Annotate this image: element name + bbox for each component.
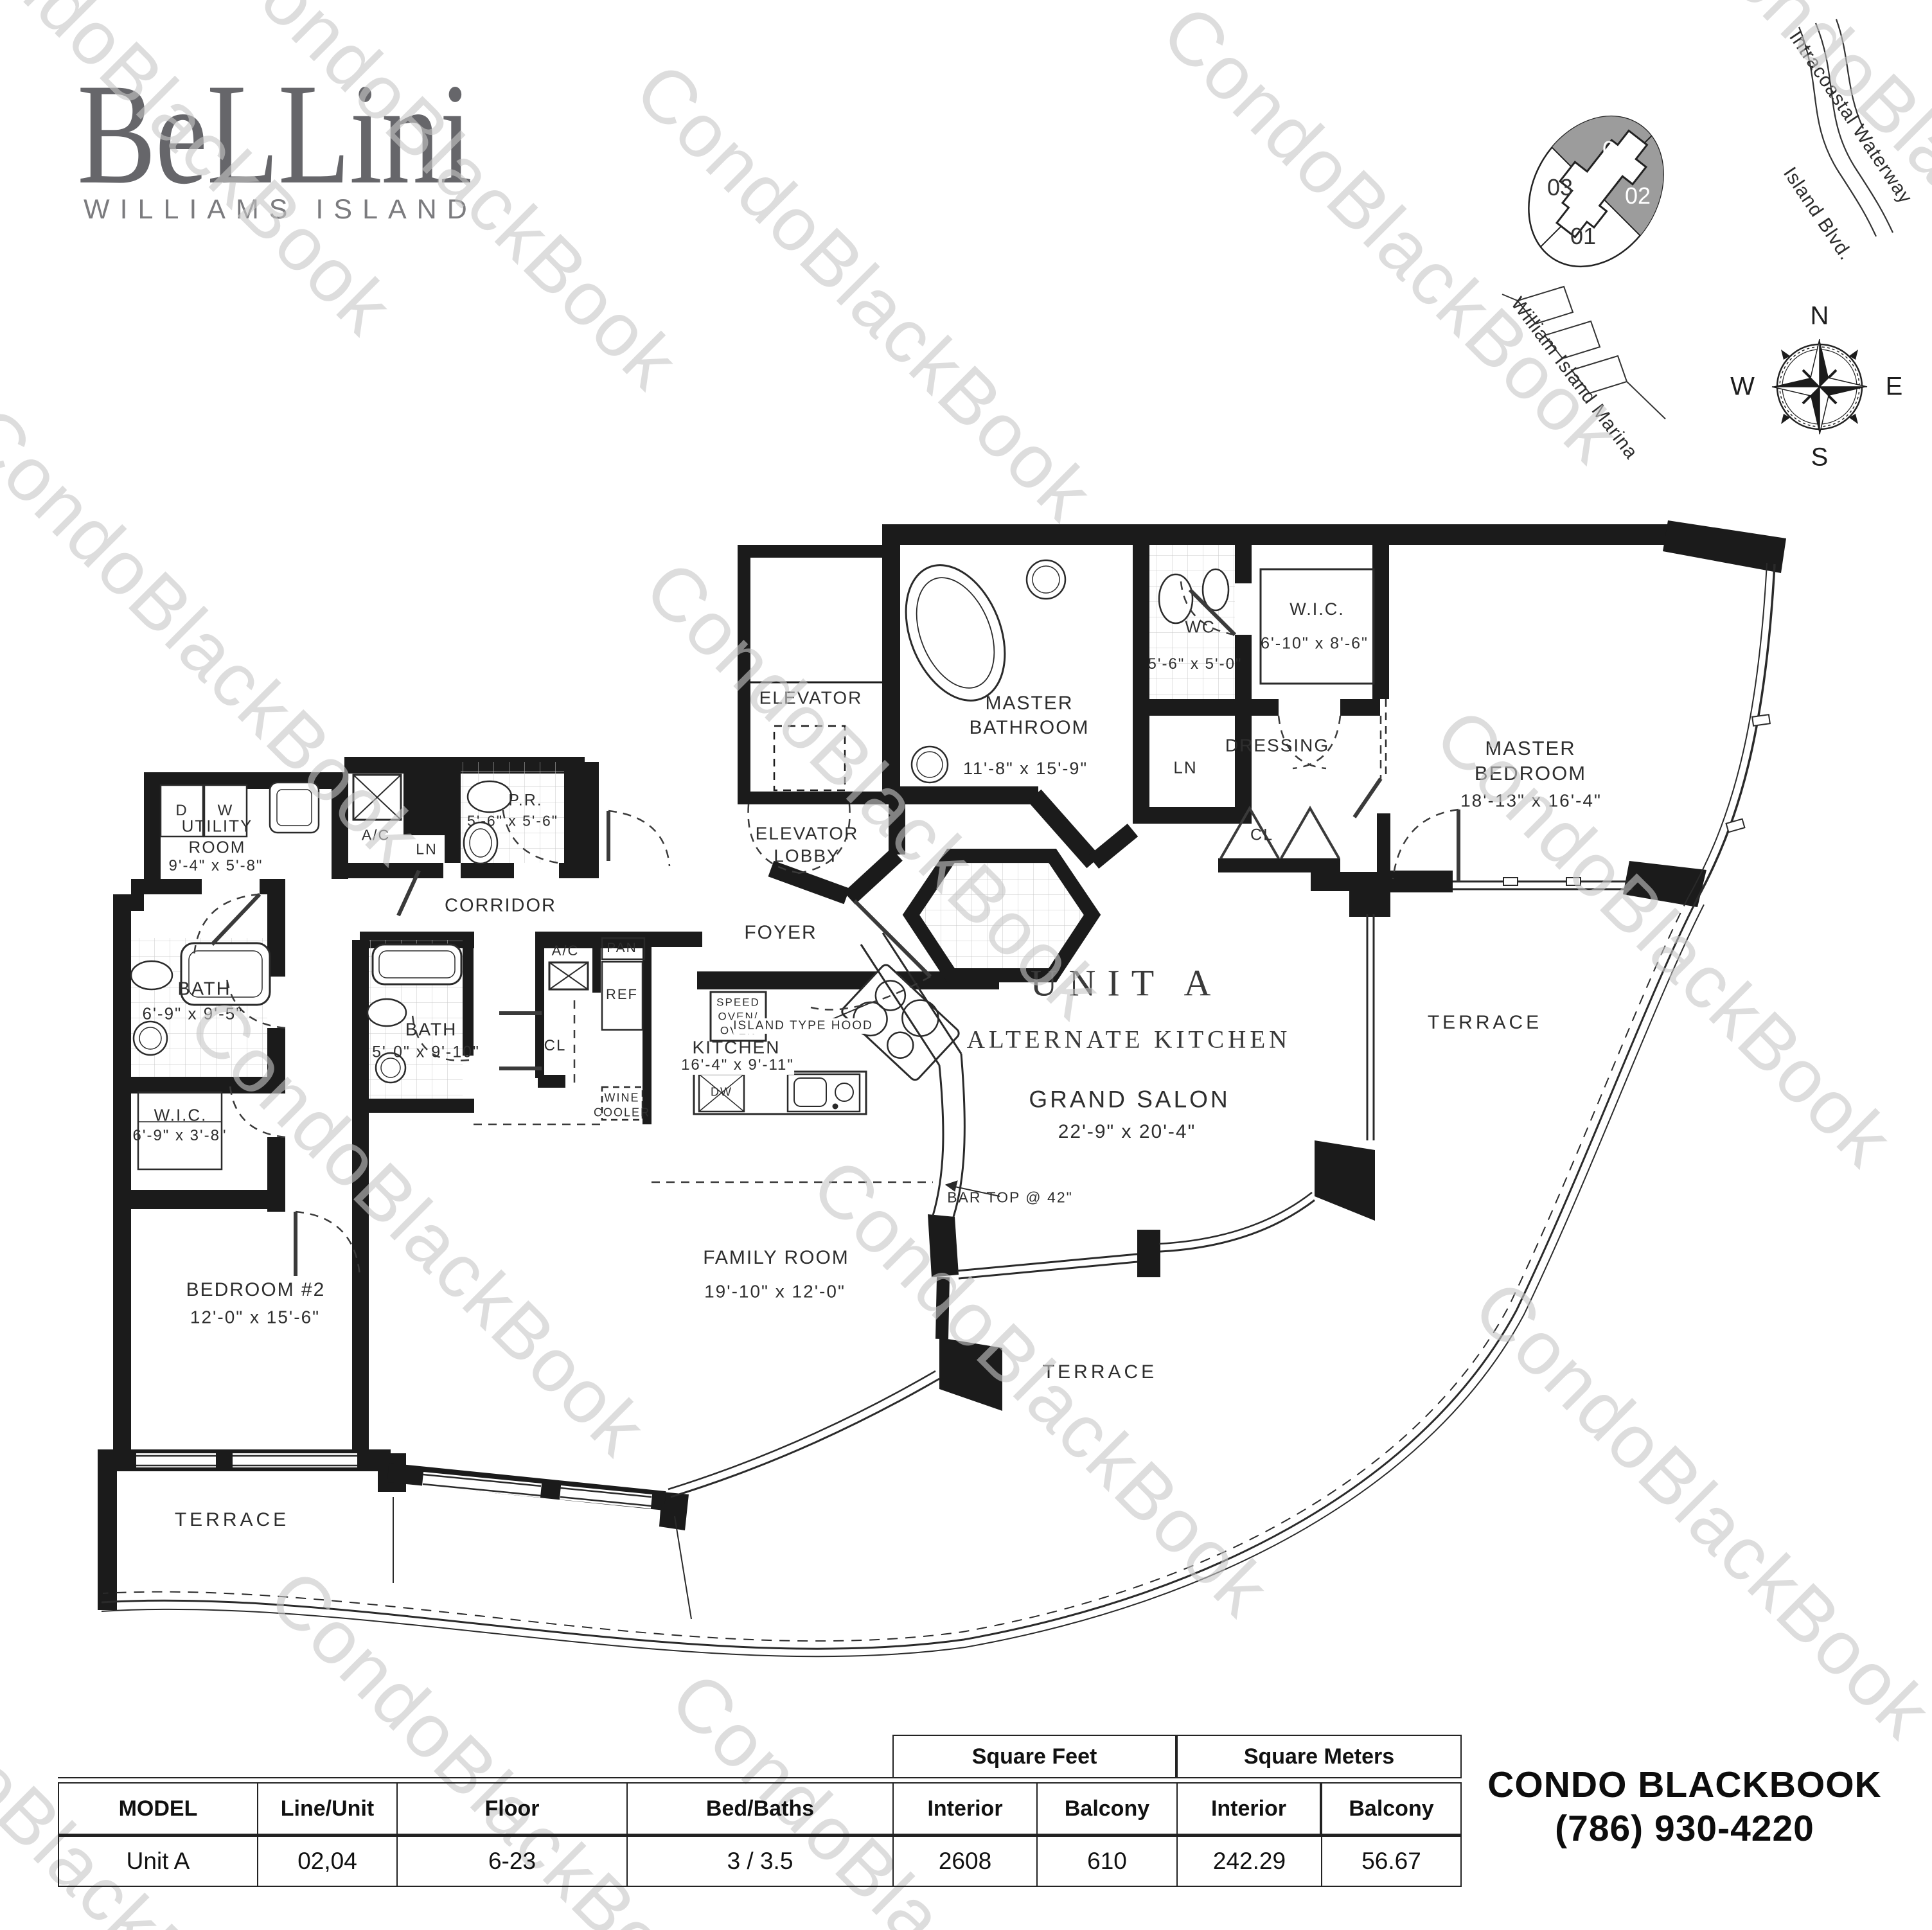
room-pr: P.R.	[508, 791, 543, 810]
room-bedroom-2: BEDROOM #2	[186, 1279, 326, 1301]
table-thick-rule	[58, 1834, 1462, 1837]
room-foyer: FOYER	[744, 922, 817, 944]
fixtures-layer	[130, 559, 1375, 1217]
cell-interior-sqm: 242.29	[1176, 1837, 1321, 1886]
col-line-unit: Line/Unit	[257, 1784, 396, 1834]
title-unit-a: UNIT A	[1030, 962, 1223, 1004]
room-family-room: FAMILY ROOM	[703, 1247, 849, 1269]
dims-master-bedroom: 18'-13" x 16'-4"	[1460, 790, 1602, 811]
table-blank	[58, 1735, 892, 1777]
cell-line-unit: 02,04	[257, 1837, 396, 1886]
cell-balcony-sqm: 56.67	[1321, 1837, 1462, 1886]
logo-bellini: BeLLini	[77, 53, 472, 214]
room-bath-2: BATH	[405, 1019, 457, 1040]
elevator-shaft	[738, 545, 897, 804]
col-bed-baths: Bed/Baths	[626, 1784, 892, 1834]
dims-wic-2: 6'-9" x 3'-8"	[132, 1126, 227, 1144]
terrace-railing	[101, 896, 1705, 1658]
unit-spec-table: Square Feet Square Meters MODEL Line/Uni…	[58, 1735, 1462, 1887]
building-footprint	[1555, 129, 1649, 239]
label-dw: DW	[711, 1085, 732, 1099]
table-double-rule	[58, 1777, 1462, 1784]
dims-family-room: 19'-10" x 12'-0"	[704, 1281, 846, 1302]
dims-bath-2: 5'-0" x 9'-10"	[372, 1043, 480, 1061]
room-ln-2: LN	[416, 840, 438, 858]
room-ref: REF	[606, 986, 638, 1003]
compass-n: N	[1810, 301, 1829, 330]
room-bath-1: BATH	[177, 978, 231, 1000]
room-elevator: ELEVATOR	[759, 687, 863, 708]
col-balcony-sqft: Balcony	[1036, 1784, 1176, 1834]
table-group-square-feet: Square Feet	[892, 1735, 1176, 1777]
title-alternate-kitchen: ALTERNATE KITCHEN	[966, 1025, 1291, 1054]
room-kitchen: KITCHEN	[692, 1037, 781, 1058]
label-island-hood: ISLAND TYPE HOOD	[733, 1018, 873, 1034]
dims-bedroom-2: 12'-0" x 15'-6"	[190, 1307, 321, 1327]
room-ac-1: A/C	[361, 826, 391, 844]
dims-utility: 9'-4" x 5'-8"	[168, 856, 263, 874]
room-dressing: DRESSING	[1225, 735, 1330, 756]
room-grand-salon: GRAND SALON	[1029, 1086, 1230, 1113]
label-bar-top: BAR TOP @ 42"	[947, 1189, 1073, 1206]
doors-layer	[193, 581, 1460, 1277]
room-cl-dressing: CL	[1250, 826, 1273, 844]
col-interior-sqft: Interior	[892, 1784, 1036, 1834]
glass-windows	[136, 562, 1776, 1509]
dims-pr: 5'-6" x 5'-6"	[467, 812, 558, 829]
dims-bath-1: 6'-9" x 9'-5"	[142, 1004, 244, 1023]
room-cl-2: CL	[544, 1036, 567, 1054]
room-wine-cooler: WINE COOLER	[593, 1091, 651, 1119]
unit-04: 04	[1602, 136, 1629, 163]
room-terrace-left: TERRACE	[174, 1509, 290, 1531]
room-master-bedroom: MASTER BEDROOM	[1474, 736, 1587, 784]
label-dryer: D	[175, 801, 188, 819]
cell-floor: 6-23	[396, 1837, 626, 1886]
compass-rose	[1771, 339, 1868, 435]
room-wic-master: W.I.C.	[1289, 599, 1345, 619]
cell-model: Unit A	[58, 1837, 257, 1886]
label-washer: W	[217, 801, 234, 819]
col-balcony-sqm: Balcony	[1321, 1784, 1462, 1834]
core-shower-hexagon	[902, 849, 1101, 982]
room-terrace-right: TERRACE	[1427, 1012, 1543, 1034]
compass-w: W	[1730, 372, 1755, 401]
unit-02: 02	[1624, 182, 1651, 209]
room-speed-oven-1: SPEED	[716, 996, 760, 1009]
compass-s: S	[1811, 443, 1829, 472]
unit-03: 03	[1546, 174, 1573, 200]
cell-interior-sqft: 2608	[892, 1837, 1036, 1886]
room-wc: WC	[1185, 617, 1216, 637]
dims-master-bathroom: 11'-8" x 15'-9"	[962, 758, 1088, 778]
col-interior-sqm: Interior	[1176, 1784, 1321, 1834]
unit-01: 01	[1570, 223, 1597, 249]
room-wic-2: W.I.C.	[154, 1105, 208, 1125]
room-ln: LN	[1173, 757, 1198, 777]
footer-contact: CONDO BLACKBOOK (786) 930-4220	[1460, 1763, 1910, 1851]
cell-balcony-sqft: 610	[1036, 1837, 1176, 1886]
room-elevator-lobby: ELEVATOR LOBBY	[755, 823, 859, 866]
cell-bed-baths: 3 / 3.5	[626, 1837, 892, 1886]
room-terrace-center: TERRACE	[1042, 1361, 1158, 1383]
col-model: MODEL	[58, 1784, 257, 1834]
room-corridor: CORRIDOR	[445, 895, 556, 916]
table-group-square-meters: Square Meters	[1176, 1735, 1462, 1777]
table-bottom-rule	[58, 1886, 1462, 1887]
room-ac-2: A/C	[551, 943, 580, 959]
footer-phone: (786) 930-4220	[1555, 1808, 1814, 1850]
col-floor: Floor	[396, 1784, 626, 1834]
dims-wc: 5'-6" x 5'-0"	[1148, 655, 1243, 673]
room-utility: UTILITY ROOM	[181, 816, 253, 856]
marina-docks	[1502, 285, 1666, 420]
footer-brand: CONDO BLACKBOOK	[1487, 1764, 1882, 1805]
dims-grand-salon: 22'-9" x 20'-4"	[1058, 1121, 1196, 1143]
room-master-bathroom: MASTER BATHROOM	[969, 693, 1090, 738]
waterway-lines	[1798, 19, 1893, 237]
dims-kitchen: 16'-4" x 9'-11"	[681, 1055, 794, 1076]
room-pan: PAN	[607, 940, 637, 955]
compass-e: E	[1885, 372, 1903, 401]
logo-subtitle: WILLIAMS ISLAND	[84, 194, 477, 225]
dims-wic-master: 6'-10" x 8'-6"	[1261, 634, 1369, 653]
